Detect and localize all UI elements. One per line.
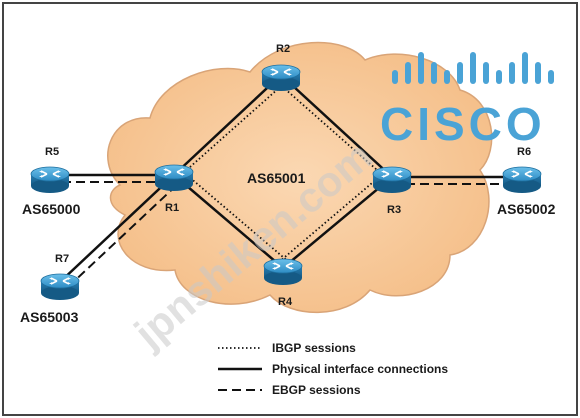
router-r7-icon[interactable] <box>40 273 80 301</box>
as-r7-label: AS65003 <box>20 309 79 325</box>
legend-ebgp-label: EBGP sessions <box>272 383 361 397</box>
as-r6-label: AS65002 <box>497 201 556 217</box>
router-r3-label: R3 <box>387 204 401 216</box>
as65001-cloud <box>107 41 493 314</box>
legend-physical-label: Physical interface connections <box>272 362 448 376</box>
router-r1-icon[interactable] <box>154 164 194 192</box>
cisco-logo <box>392 52 554 84</box>
router-r1-label: R1 <box>165 202 179 214</box>
as-r5-label: AS65000 <box>22 201 81 217</box>
ibgp-sessions <box>180 79 386 264</box>
as-core-label: AS65001 <box>247 170 306 186</box>
physical-links <box>48 74 522 283</box>
router-r7-label: R7 <box>55 253 69 265</box>
cisco-logo-text: CISCO <box>380 98 546 150</box>
router-r3-icon[interactable] <box>372 166 412 194</box>
legend: IBGP sessions Physical interface connect… <box>218 341 448 397</box>
router-r5-label: R5 <box>45 146 59 158</box>
router-r2-label: R2 <box>276 43 290 55</box>
router-r2-icon[interactable] <box>261 64 301 92</box>
router-r6-icon[interactable] <box>502 166 542 194</box>
router-r4-label: R4 <box>278 296 293 308</box>
router-r5-icon[interactable] <box>30 166 70 194</box>
legend-ibgp-label: IBGP sessions <box>272 341 356 355</box>
router-r6-label: R6 <box>517 146 531 158</box>
router-r4-icon[interactable] <box>263 258 303 286</box>
